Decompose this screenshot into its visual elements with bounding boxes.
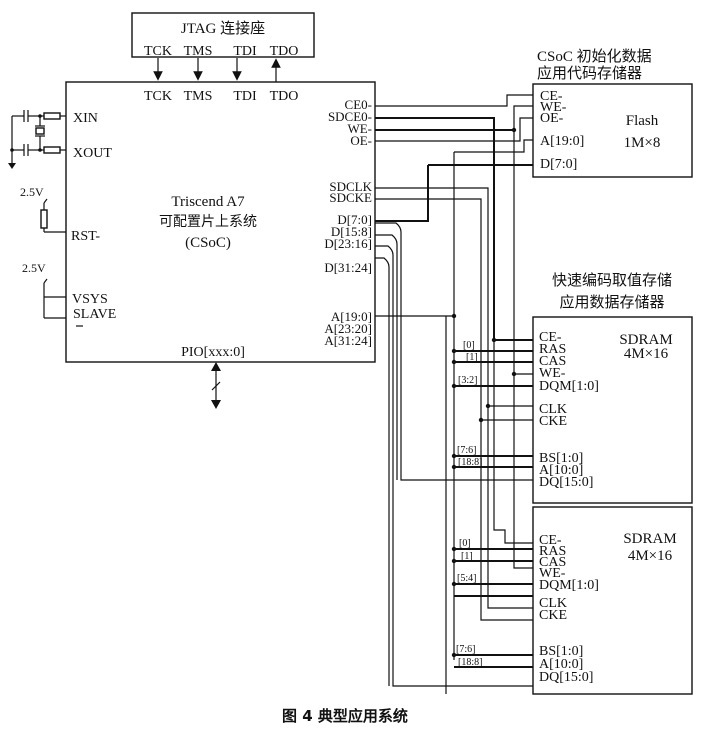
sdram1-pin-clk: CLK	[539, 402, 567, 417]
jtag-connector: JTAG 连接座 TCK TMS TDI TDO	[131, 12, 315, 59]
sdram1-bus-label: [3:2]	[458, 375, 477, 386]
csoc-pin-xout: XOUT	[73, 146, 112, 161]
bus-wiring	[375, 94, 533, 694]
csoc-pin-tdi: TDI	[233, 89, 257, 104]
flash-pin-we: WE-	[540, 100, 567, 115]
csoc-pin-vsys: VSYS	[72, 292, 108, 307]
sdram2-bus-label: [18:8]	[458, 657, 482, 668]
flash-name: Flash	[626, 113, 659, 129]
csoc-pin-sdcke: SDCKE	[329, 190, 372, 205]
vsys-circuit: 2.5V	[22, 261, 66, 319]
flash-pin-ce: CE-	[540, 89, 563, 104]
csoc-subtitle: 可配置片上系统	[159, 214, 257, 230]
csoc-pin-a23-20: A[23:20]	[324, 321, 372, 336]
csoc-pin-sdce0: SDCE0-	[328, 109, 372, 124]
crystal-icon	[35, 127, 45, 135]
sdram2-pin-cke: CKE	[539, 608, 567, 623]
jtag-wires	[153, 58, 281, 82]
sdram1-size: 4M×16	[624, 346, 669, 362]
sdram2-pin-clk: CLK	[539, 596, 567, 611]
sdram1-bus-label: [1]	[466, 352, 478, 363]
sdram1-pin-ras: RAS	[539, 342, 566, 357]
jtag-pin-tdo: TDO	[270, 44, 299, 59]
sdram1-bus-label: [0]	[463, 340, 475, 351]
jtag-title: JTAG 连接座	[181, 20, 265, 37]
rst-voltage: 2.5V	[20, 185, 44, 199]
sdram1-block: CE- RAS CAS WE- DQM[1:0] CLK CKE BS[1:0]…	[532, 316, 693, 504]
crystal-circuit	[8, 110, 66, 169]
csoc-pin-a19-0: A[19:0]	[331, 309, 372, 324]
resistor-rst	[40, 209, 48, 229]
flash-heading-line2: 应用代码存储器	[537, 64, 642, 82]
csoc-pin-slave: SLAVE	[73, 307, 116, 322]
flash-pin-data: D[7:0]	[540, 157, 577, 172]
sdram1-pin-ce: CE-	[539, 330, 562, 345]
csoc-pin-tdo: TDO	[270, 89, 299, 104]
sdram2-pin-cas: CAS	[539, 555, 566, 570]
sdram1-pin-dq: DQ[15:0]	[539, 475, 593, 490]
sdram2-pin-dq: DQ[15:0]	[539, 670, 593, 685]
csoc-abbr: (CSoC)	[185, 235, 231, 251]
sdram2-bus-labels: [0] [1] [5:4] [7:6] [18:8]	[456, 538, 482, 668]
sdram1-pin-we: WE-	[539, 366, 566, 381]
flash-pin-addr: A[19:0]	[540, 134, 584, 149]
csoc-block: TCK TMS TDI TDO Triscend A7 可配置片上系统 (CSo…	[65, 81, 376, 363]
sdram-heading-line2: 应用数据存储器	[559, 293, 664, 311]
jtag-pin-tck: TCK	[144, 44, 172, 59]
csoc-pin-d23-16: D[23:16]	[324, 236, 372, 251]
csoc-pin-d31-24: D[31:24]	[324, 260, 372, 275]
jtag-pin-tms: TMS	[184, 44, 213, 59]
sdram1-pin-dqm: DQM[1:0]	[539, 379, 599, 394]
sdram1-bus-label: [7:6]	[457, 445, 476, 456]
flash-block: CSoC 初始化数据 应用代码存储器 CE- WE- OE- A[19:0] D…	[532, 48, 693, 178]
sdram2-pin-ras: RAS	[539, 544, 566, 559]
csoc-name: Triscend A7	[171, 194, 245, 210]
flash-heading-line1: CSoC 初始化数据	[537, 48, 652, 65]
csoc-pin-d7-0: D[7:0]	[337, 212, 372, 227]
sdram2-pin-addr: A[10:0]	[539, 657, 583, 672]
csoc-pin-tms: TMS	[184, 89, 213, 104]
sdram2-pin-bs: BS[1:0]	[539, 644, 583, 659]
sdram1-bus-labels: [0] [1] [3:2] [7:6] [18:8]	[457, 340, 482, 468]
sdram1-pin-bs: BS[1:0]	[539, 451, 583, 466]
sdram1-pin-addr: A[10:0]	[539, 463, 583, 478]
resistor-xin	[43, 112, 61, 120]
csoc-pin-xin: XIN	[73, 111, 98, 126]
sdram2-pin-we: WE-	[539, 566, 566, 581]
pio-bus	[211, 362, 221, 409]
sdram2-bus-label: [5:4]	[457, 573, 476, 584]
flash-pin-oe: OE-	[540, 111, 564, 126]
sdram2-size: 4M×16	[628, 548, 673, 564]
csoc-pin-tck: TCK	[144, 89, 172, 104]
csoc-pin-rst: RST-	[71, 229, 100, 244]
figure-caption: 图 4 典型应用系统	[282, 707, 408, 725]
sdram2-pin-ce: CE-	[539, 533, 562, 548]
csoc-pin-pio: PIO[xxx:0]	[181, 345, 245, 360]
sdram2-block: CE- RAS CAS WE- DQM[1:0] CLK CKE BS[1:0]…	[532, 506, 693, 695]
sdram2-pin-dqm: DQM[1:0]	[539, 578, 599, 593]
flash-size: 1M×8	[624, 135, 661, 151]
csoc-pin-we: WE-	[347, 121, 372, 136]
sdram2-bus-label: [7:6]	[456, 644, 475, 655]
sdram-heading-line1: 快速编码取值存储	[552, 272, 672, 289]
sdram2-bus-label: [0]	[459, 538, 471, 549]
sdram2-name: SDRAM	[623, 531, 676, 547]
csoc-pin-ce0: CE0-	[345, 97, 372, 112]
vsys-voltage: 2.5V	[22, 261, 46, 275]
resistor-xout	[43, 146, 61, 154]
sdram1-name: SDRAM	[619, 332, 672, 348]
ground-icon	[8, 163, 16, 169]
reset-circuit: 2.5V	[20, 185, 66, 233]
sdram2-bus-label: [1]	[461, 551, 473, 562]
csoc-pin-sdclk: SDCLK	[329, 179, 372, 194]
sdram1-pin-cas: CAS	[539, 354, 566, 369]
csoc-pin-oe: OE-	[350, 133, 372, 148]
sdram1-bus-label: [18:8]	[458, 457, 482, 468]
sdram1-pin-cke: CKE	[539, 414, 567, 429]
csoc-pin-a31-24: A[31:24]	[324, 333, 372, 348]
jtag-pin-tdi: TDI	[233, 44, 257, 59]
csoc-pin-d15-8: D[15:8]	[331, 224, 372, 239]
